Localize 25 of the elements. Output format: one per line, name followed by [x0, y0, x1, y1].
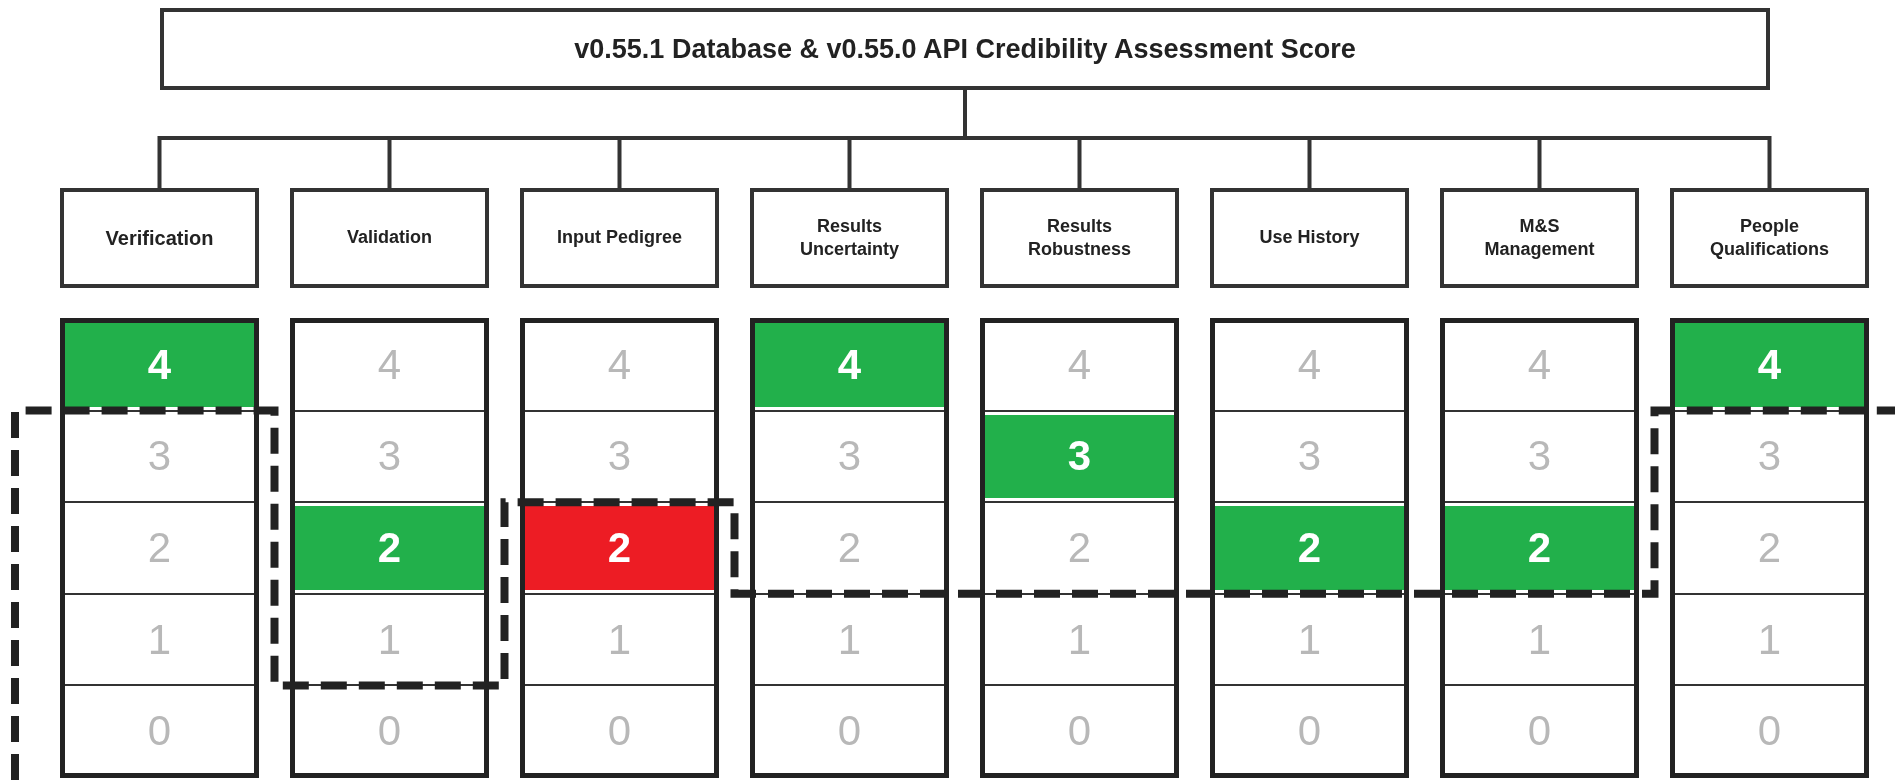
category-box: Results Uncertainty — [750, 188, 949, 288]
score-column — [290, 318, 489, 778]
score-cell-highlighted: 2 — [525, 506, 714, 590]
score-cell-highlighted: 2 — [1445, 506, 1634, 590]
score-column — [1440, 318, 1639, 778]
category-box: People Qualifications — [1670, 188, 1869, 288]
title-box: v0.55.1 Database & v0.55.0 API Credibility Assessment Score — [160, 8, 1770, 90]
score-cell-highlighted: 2 — [1215, 506, 1404, 590]
category-box: Use History — [1210, 188, 1409, 288]
score-column — [750, 318, 949, 778]
category-box: Input Pedigree — [520, 188, 719, 288]
score-column — [520, 318, 719, 778]
score-cell-highlighted: 4 — [755, 323, 944, 407]
score-column — [1670, 318, 1869, 778]
score-column — [980, 318, 1179, 778]
score-cell-highlighted: 4 — [65, 323, 254, 407]
category-box: Validation — [290, 188, 489, 288]
score-column — [1210, 318, 1409, 778]
category-box: M&S Management — [1440, 188, 1639, 288]
score-cell-highlighted: 4 — [1675, 323, 1864, 407]
score-cell-highlighted: 2 — [295, 506, 484, 590]
score-column — [60, 318, 259, 778]
category-box: Results Robustness — [980, 188, 1179, 288]
score-cell-highlighted: 3 — [985, 414, 1174, 499]
category-box: Verification — [60, 188, 259, 288]
